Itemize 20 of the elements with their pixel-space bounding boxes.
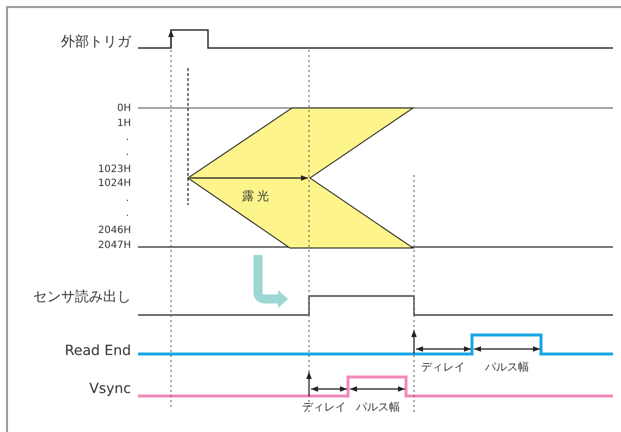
row-label: . xyxy=(126,209,129,219)
exposure-band xyxy=(187,107,415,249)
dimension-label: パルス幅 xyxy=(485,362,529,372)
dimension-label: パルス幅 xyxy=(356,402,400,412)
signal-label: Read End xyxy=(64,344,131,358)
row-label: . xyxy=(126,133,129,143)
dimension-label: ディレイ xyxy=(421,362,465,372)
signal-label: センサ読み出し xyxy=(33,290,131,304)
row-label: 1024H xyxy=(98,179,131,189)
signal-label: Vsync xyxy=(89,382,131,396)
row-label: 0H xyxy=(117,104,131,114)
row-label: 2047H xyxy=(98,241,131,251)
row-label: 1023H xyxy=(98,165,131,175)
row-label: . xyxy=(126,194,129,204)
dimension-label: ディレイ xyxy=(302,402,346,412)
row-label: . xyxy=(126,148,129,158)
signal-label: 外部トリガ xyxy=(61,35,131,49)
row-label: 2046H xyxy=(98,226,131,236)
row-label: 1H xyxy=(117,119,131,129)
band-label: 露光 xyxy=(242,190,272,202)
